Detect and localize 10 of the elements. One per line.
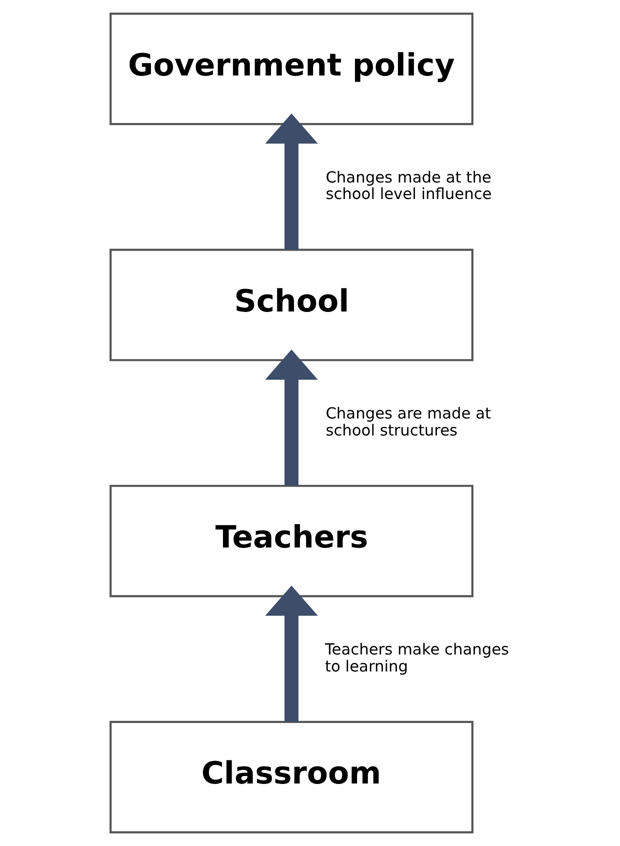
- edge-label: Teachers make changes to learning: [325, 640, 510, 676]
- node-box: Teachers: [110, 484, 474, 598]
- arrow: [265, 113, 318, 250]
- node-box: Government policy: [110, 12, 474, 126]
- edge-label: Changes are made at school structures: [326, 404, 492, 440]
- arrow: [265, 586, 318, 722]
- node-box: School: [110, 248, 474, 362]
- edge-label: Changes made at the school level influence: [326, 168, 492, 204]
- arrow: [265, 350, 318, 486]
- node-box: Classroom: [110, 720, 474, 834]
